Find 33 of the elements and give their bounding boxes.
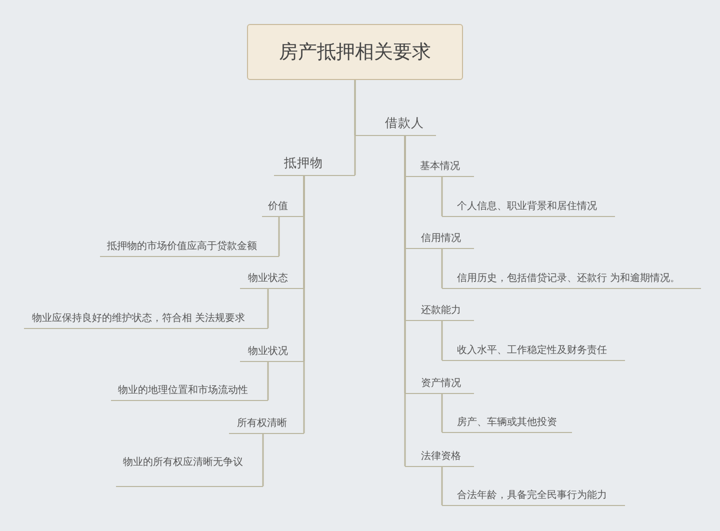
detail-topic: 收入水平、工作稳定性及财务责任 bbox=[442, 341, 625, 361]
connector-line bbox=[441, 394, 443, 432]
detail-topic: 抵押物的市场价值应高于贷款金额 bbox=[100, 237, 279, 257]
subtopic: 物业状况 bbox=[240, 342, 304, 362]
detail-topic: 物业应保持良好的维护状态，符合相 关法规要求 bbox=[24, 309, 268, 329]
subtopic: 资产情况 bbox=[405, 374, 474, 394]
subtopic: 物业状态 bbox=[240, 269, 304, 289]
detail-topic: 物业的所有权应清晰无争议 bbox=[116, 439, 263, 487]
subtopic: 基本情况 bbox=[405, 157, 474, 177]
connector-line bbox=[262, 434, 264, 486]
subtopic: 所有权清晰 bbox=[229, 414, 304, 434]
detail-topic: 合法年龄，具备完全民事行为能力 bbox=[442, 486, 625, 506]
connector-line bbox=[441, 249, 443, 288]
connector-line bbox=[303, 176, 305, 434]
subtopic: 信用情况 bbox=[405, 229, 474, 249]
connector-line bbox=[267, 362, 269, 400]
subtopic: 还款能力 bbox=[405, 301, 474, 321]
detail-topic: 信用历史，包括借贷记录、还款行 为和逾期情况。 bbox=[442, 269, 701, 289]
connector-line bbox=[441, 467, 443, 506]
main-topic: 抵押物 bbox=[274, 152, 355, 176]
connector-line bbox=[441, 177, 443, 216]
detail-topic: 个人信息、职业背景和居住情况 bbox=[442, 197, 615, 217]
subtopic: 法律资格 bbox=[405, 447, 474, 467]
connector-line bbox=[267, 289, 269, 328]
main-topic: 借款人 bbox=[355, 112, 436, 136]
connector-line bbox=[404, 136, 406, 466]
detail-topic: 物业的地理位置和市场流动性 bbox=[111, 381, 268, 401]
connector-line bbox=[441, 321, 443, 360]
central-topic: 房产抵押相关要求 bbox=[247, 24, 463, 80]
connector-line bbox=[278, 217, 280, 256]
detail-topic: 房产、车辆或其他投资 bbox=[442, 413, 572, 433]
subtopic: 价值 bbox=[262, 197, 304, 217]
connector-line bbox=[354, 80, 356, 136]
